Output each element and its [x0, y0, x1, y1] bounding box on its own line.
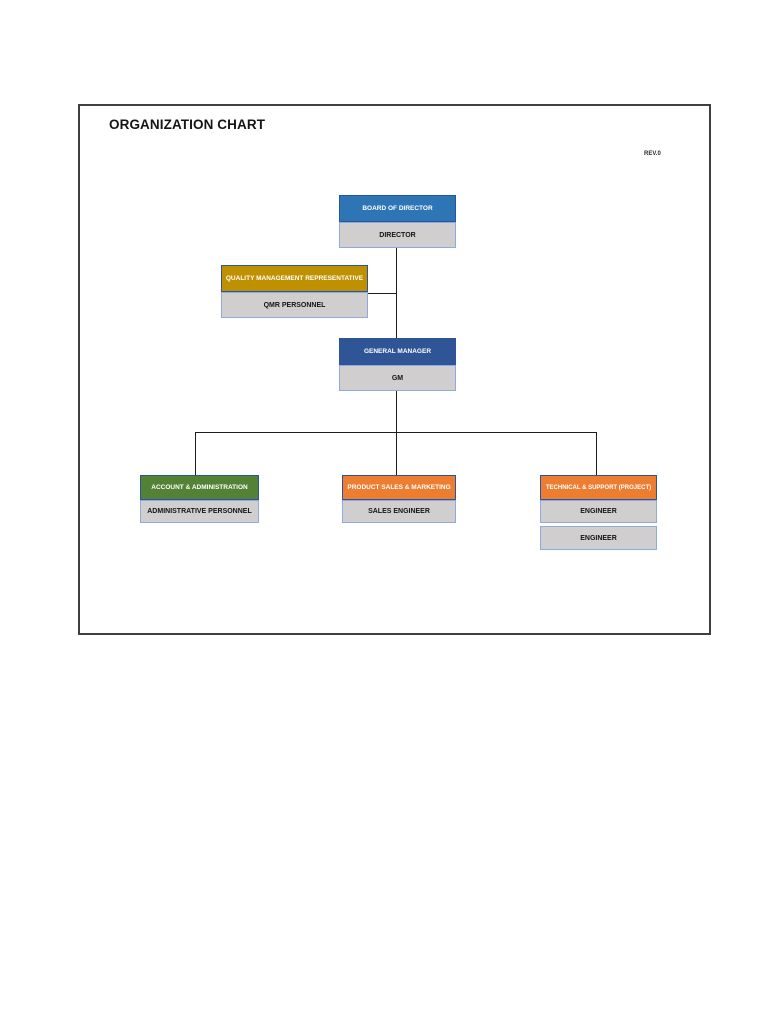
node-role-cell: SALES ENGINEER — [342, 500, 456, 523]
node-role-cell: GM — [339, 365, 456, 391]
node-header: QUALITY MANAGEMENT REPRESENTATIVE — [221, 265, 368, 292]
revision-label: REV.0 — [644, 151, 661, 157]
connector-drop-technical — [596, 432, 597, 475]
node-header: BOARD OF DIRECTOR — [339, 195, 456, 222]
org-node-quality-management-representative: QUALITY MANAGEMENT REPRESENTATIVE QMR PE… — [221, 265, 368, 318]
document-page: ORGANIZATION CHART REV.0 BOARD OF DIRECT… — [78, 104, 711, 635]
node-header: ACCOUNT & ADMINISTRATION — [140, 475, 259, 500]
org-node-general-manager: GENERAL MANAGER GM — [339, 338, 456, 391]
org-node-technical-support-project: TECHNICAL & SUPPORT (PROJECT) ENGINEER E… — [540, 475, 657, 550]
connector-gm-stem — [396, 391, 397, 432]
node-header: GENERAL MANAGER — [339, 338, 456, 365]
org-node-account-administration: ACCOUNT & ADMINISTRATION ADMINISTRATIVE … — [140, 475, 259, 523]
node-role-cell: QMR PERSONNEL — [221, 292, 368, 318]
node-header: TECHNICAL & SUPPORT (PROJECT) — [540, 475, 657, 500]
node-role-cell: ENGINEER — [540, 526, 657, 550]
org-node-board-of-director: BOARD OF DIRECTOR DIRECTOR — [339, 195, 456, 248]
connector-drop-sales — [396, 432, 397, 475]
node-role-cell: ENGINEER — [540, 500, 657, 523]
node-role-cell: ADMINISTRATIVE PERSONNEL — [140, 500, 259, 523]
org-node-product-sales-marketing: PRODUCT SALES & MARKETING SALES ENGINEER — [342, 475, 456, 523]
page-title: ORGANIZATION CHART — [109, 117, 266, 132]
connector-drop-account — [195, 432, 196, 475]
connector-qmr-branch — [368, 293, 397, 294]
node-role-cell: DIRECTOR — [339, 222, 456, 248]
node-header: PRODUCT SALES & MARKETING — [342, 475, 456, 500]
